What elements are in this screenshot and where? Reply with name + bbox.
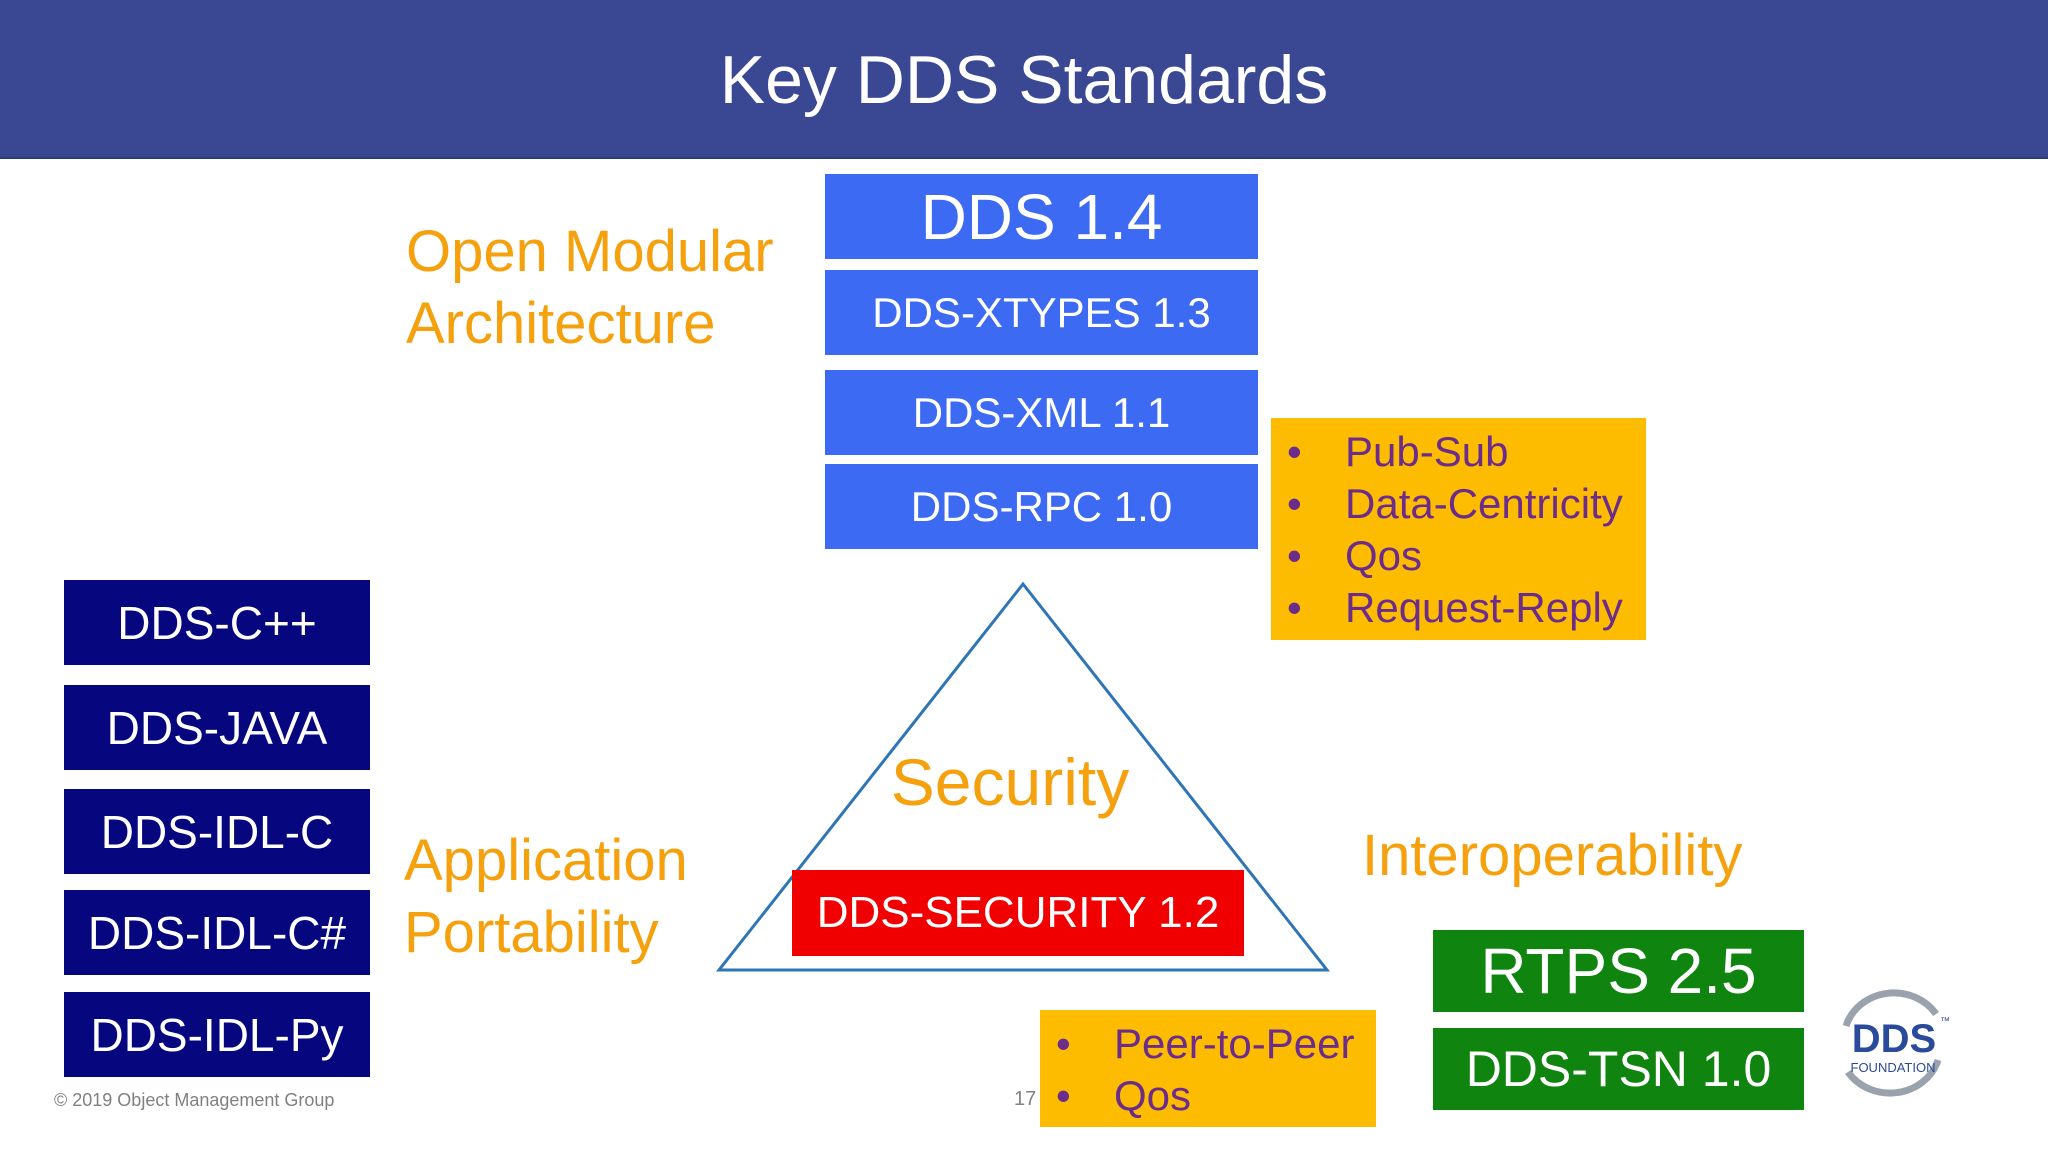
lang-box-idl-csharp: DDS-IDL-C# xyxy=(64,890,370,975)
lang-box-idl-c: DDS-IDL-C xyxy=(64,789,370,874)
feature-item: • Pub-Sub xyxy=(1271,426,1646,478)
bullet-icon: • xyxy=(1287,428,1302,475)
bullet-icon: • xyxy=(1056,1072,1071,1119)
core-box-xtypes: DDS-XTYPES 1.3 xyxy=(825,270,1258,355)
pillar-label-architecture: Open Modular Architecture xyxy=(406,216,774,360)
features-box-top: • Pub-Sub • Data-Centricity • Qos • Request-… xyxy=(1271,418,1646,640)
dds-foundation-logo: DDS ™ FOUNDATION xyxy=(1832,988,1954,1098)
bullet-icon: • xyxy=(1056,1020,1071,1067)
logo-text: DDS xyxy=(1851,1017,1937,1061)
logo-trademark: ™ xyxy=(1940,1016,1950,1027)
feature-item: • Peer-to-Peer xyxy=(1040,1018,1376,1070)
triangle-outline xyxy=(715,581,1331,972)
slide-title: Key DDS Standards xyxy=(719,42,1329,118)
feature-item: • Qos xyxy=(1271,530,1646,582)
security-box: DDS-SECURITY 1.2 xyxy=(792,870,1244,956)
pillar-line-1: Open Modular xyxy=(406,219,774,284)
footer-copyright: © 2019 Object Management Group xyxy=(54,1090,335,1110)
lang-box-idl-py: DDS-IDL-Py xyxy=(64,992,370,1077)
feature-label: Qos xyxy=(1345,532,1423,579)
feature-item: • Qos xyxy=(1040,1070,1376,1122)
interop-box-tsn: DDS-TSN 1.0 xyxy=(1433,1028,1804,1110)
pillar-line-1: Application xyxy=(404,828,688,893)
pillar-line-2: Portability xyxy=(404,900,659,965)
core-box-dds: DDS 1.4 xyxy=(825,174,1258,259)
page-number: 17 xyxy=(1014,1088,1037,1110)
logo-swoosh-icon xyxy=(1842,989,1942,1097)
feature-label: Qos xyxy=(1114,1072,1192,1119)
title-bar: Key DDS Standards xyxy=(0,0,2048,159)
core-box-xml: DDS-XML 1.1 xyxy=(825,370,1258,455)
logo-subtext: FOUNDATION xyxy=(1850,1060,1936,1075)
feature-item: • Request-Reply xyxy=(1271,582,1646,634)
feature-label: Data-Centricity xyxy=(1345,480,1623,527)
bullet-icon: • xyxy=(1287,480,1302,527)
bullet-icon: • xyxy=(1287,532,1302,579)
features-box-bottom: • Peer-to-Peer • Qos xyxy=(1040,1010,1376,1127)
interop-box-rtps: RTPS 2.5 xyxy=(1433,930,1804,1012)
lang-box-cpp: DDS-C++ xyxy=(64,580,370,665)
core-box-rpc: DDS-RPC 1.0 xyxy=(825,464,1258,549)
pillar-label-portability: Application Portability xyxy=(404,825,688,969)
pillar-label-interoperability: Interoperability xyxy=(1362,823,1743,888)
feature-label: Request-Reply xyxy=(1345,584,1623,631)
bullet-icon: • xyxy=(1287,584,1302,631)
feature-item: • Data-Centricity xyxy=(1271,478,1646,530)
feature-label: Peer-to-Peer xyxy=(1114,1020,1355,1067)
pillar-line-2: Architecture xyxy=(406,291,716,356)
feature-label: Pub-Sub xyxy=(1345,428,1509,475)
security-label: Security xyxy=(890,745,1130,819)
lang-box-java: DDS-JAVA xyxy=(64,685,370,770)
